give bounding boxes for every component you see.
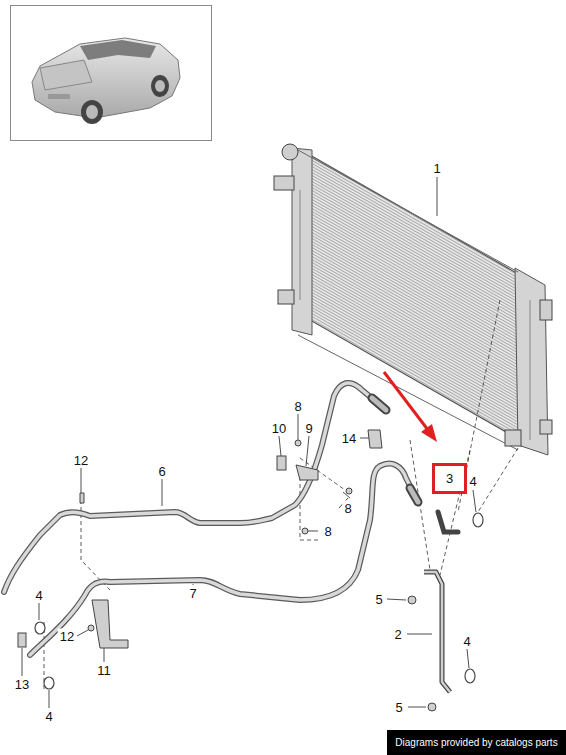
callout-number: 8 [292,399,303,414]
callout-number: 7 [187,586,198,601]
callout-number: 8 [322,524,333,539]
label-text: Diagrams provided by catalogs parts [395,737,557,748]
callout-number: 12 [72,453,90,468]
callout-number: 4 [467,474,478,489]
hose-fitting [438,512,458,532]
highlight-box: 3 [432,463,467,494]
callout-number: 5 [393,700,404,715]
pipe-bracket [408,572,475,711]
credit-bar: Diagrams provided by catalogs parts [387,730,566,755]
bracket [92,600,128,648]
callout-number: 9 [303,421,314,436]
thumbnail-frame [11,6,212,141]
callout-number: 11 [95,663,113,678]
highlight-arrow [384,372,437,442]
bracket [296,465,318,480]
callout-number: 4 [43,709,54,724]
clip [277,456,286,470]
bolt [18,633,26,647]
clip [368,430,382,448]
callout-number: 2 [392,627,403,642]
coolant-hose [30,464,418,655]
callout-number: 4 [461,634,472,649]
callout-number: 12 [58,629,76,644]
callout-number: 5 [373,592,384,607]
callout-number: 4 [33,588,44,603]
car-thumbnail [32,38,180,124]
label-text: 3 [446,471,453,486]
coolant-hose [4,383,386,592]
o-ring [473,513,483,527]
radiator [274,144,552,455]
callout-number: 10 [270,421,288,436]
clip [80,493,84,503]
callout-number: 1 [431,161,442,176]
callout-number: 6 [156,464,167,479]
callout-number: 13 [13,677,31,692]
callout-number: 8 [342,501,353,516]
callout-number: 14 [340,431,358,446]
